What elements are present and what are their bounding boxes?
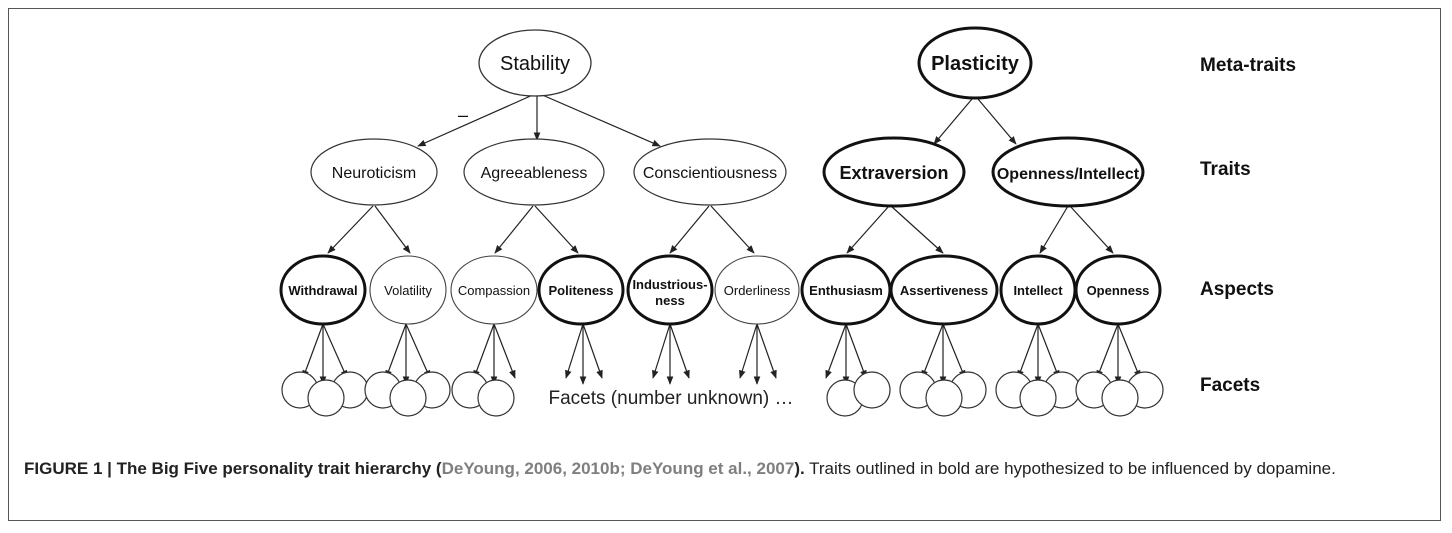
facet-arrow bbox=[1017, 323, 1039, 379]
facet-circle bbox=[477, 379, 515, 417]
facet-arrow bbox=[565, 323, 584, 379]
facet-arrow bbox=[652, 323, 671, 379]
arrow-openness-openness-aspect bbox=[1069, 205, 1114, 254]
node-politeness: Politeness bbox=[537, 254, 625, 326]
facet-arrow bbox=[405, 323, 431, 379]
extraversion-label: Extraversion bbox=[839, 163, 948, 183]
facet-arrow bbox=[739, 323, 758, 379]
level-label-aspects: Aspects bbox=[1200, 279, 1274, 300]
arrow-plasticity-openness bbox=[977, 98, 1017, 145]
openness-intellect-label: Openness/Intellect bbox=[997, 166, 1140, 183]
meta-to-trait-arrows bbox=[417, 93, 1017, 147]
node-conscientiousness: Conscientiousness bbox=[633, 138, 787, 206]
neuroticism-label: Neuroticism bbox=[332, 165, 416, 182]
arrow-conscientiousness-industriousness bbox=[669, 205, 710, 254]
stability-label: Stability bbox=[500, 53, 570, 75]
level-label-meta-traits: Meta-traits bbox=[1200, 55, 1296, 76]
arrow-agreeableness-politeness bbox=[534, 205, 579, 254]
arrow-plasticity-extraversion bbox=[933, 98, 973, 145]
node-enthusiasm: Enthusiasm bbox=[800, 254, 892, 326]
arrow-conscientiousness-orderliness bbox=[710, 205, 755, 254]
volatility-label: Volatility bbox=[384, 283, 432, 298]
node-assertiveness: Assertiveness bbox=[889, 254, 999, 326]
arrow-agreeableness-compassion bbox=[494, 205, 534, 254]
facet-arrow bbox=[582, 323, 603, 379]
facet-circle bbox=[307, 379, 345, 417]
arrow-stability-neuroticism bbox=[417, 93, 536, 147]
facet-circle bbox=[925, 379, 963, 417]
facets-note: Facets (number unknown) … bbox=[549, 388, 794, 409]
facet-arrow bbox=[942, 323, 966, 379]
facet-arrow bbox=[845, 323, 867, 379]
facet-arrow bbox=[1037, 323, 1060, 379]
caption-figure-label: FIGURE 1 | The Big Five personality trai… bbox=[24, 459, 442, 478]
node-openness-intellect: Openness/Intellect bbox=[991, 136, 1145, 208]
node-industriousness: Industrious- ness bbox=[626, 254, 714, 326]
intellect-label: Intellect bbox=[1013, 283, 1063, 298]
node-neuroticism: Neuroticism bbox=[310, 138, 438, 206]
caption-references[interactable]: DeYoung, 2006, 2010b; DeYoung et al., 20… bbox=[441, 459, 795, 478]
facet-arrow bbox=[1096, 323, 1119, 379]
caption-text: Traits outlined in bold are hypothesized… bbox=[804, 459, 1336, 478]
level-label-facets: Facets bbox=[1200, 375, 1260, 396]
node-plasticity: Plasticity bbox=[917, 26, 1033, 100]
node-withdrawal: Withdrawal bbox=[279, 254, 367, 326]
node-intellect: Intellect bbox=[999, 254, 1077, 326]
figure-caption: FIGURE 1 | The Big Five personality trai… bbox=[24, 456, 1429, 482]
orderliness-label: Orderliness bbox=[724, 283, 791, 298]
facet-circle bbox=[1101, 379, 1139, 417]
industriousness-label-line1: Industrious- bbox=[632, 277, 707, 292]
agreeableness-label: Agreeableness bbox=[481, 165, 588, 182]
trait-to-aspect-arrows bbox=[327, 205, 1114, 254]
facet-arrow bbox=[756, 323, 777, 379]
arrow-neuroticism-volatility bbox=[374, 205, 411, 254]
node-stability: Stability bbox=[478, 29, 592, 97]
conscientiousness-label: Conscientiousness bbox=[643, 165, 777, 182]
caption-label-end: ). bbox=[794, 459, 805, 478]
arrow-openness-intellect bbox=[1039, 205, 1069, 254]
politeness-label: Politeness bbox=[548, 283, 613, 298]
arrow-stability-conscientiousness bbox=[539, 93, 661, 147]
node-volatility: Volatility bbox=[369, 255, 447, 325]
facet-arrow bbox=[322, 323, 348, 379]
negative-sign: – bbox=[458, 105, 468, 125]
facet-arrow bbox=[473, 323, 495, 379]
facet-arrow bbox=[385, 323, 407, 379]
withdrawal-label: Withdrawal bbox=[288, 283, 357, 298]
trait-hierarchy-diagram: Stability Plasticity – Neuroticism Agree… bbox=[279, 26, 1296, 417]
facet-arrow bbox=[493, 323, 516, 379]
arrow-extraversion-assertiveness bbox=[890, 205, 944, 254]
facet-arrow bbox=[302, 323, 324, 379]
compassion-label: Compassion bbox=[458, 283, 530, 298]
facet-arrow bbox=[921, 323, 944, 379]
enthusiasm-label: Enthusiasm bbox=[809, 283, 883, 298]
facet-circle bbox=[389, 379, 427, 417]
arrow-extraversion-enthusiasm bbox=[846, 205, 890, 254]
plasticity-label: Plasticity bbox=[931, 53, 1020, 75]
node-compassion: Compassion bbox=[450, 255, 538, 325]
facet-arrow bbox=[669, 323, 690, 379]
facet-circle bbox=[1019, 379, 1057, 417]
industriousness-label-line2: ness bbox=[655, 293, 685, 308]
arrow-neuroticism-withdrawal bbox=[327, 205, 374, 254]
figure-frame bbox=[8, 8, 1441, 521]
facet-arrow bbox=[1117, 323, 1141, 379]
node-openness-aspect: Openness bbox=[1074, 254, 1162, 326]
openness-aspect-label: Openness bbox=[1087, 283, 1150, 298]
node-orderliness: Orderliness bbox=[714, 255, 800, 325]
facet-arrow bbox=[825, 323, 847, 379]
level-label-traits: Traits bbox=[1200, 159, 1251, 180]
aspect-to-facet-arrows bbox=[302, 323, 1141, 385]
facet-circle bbox=[853, 371, 891, 409]
node-extraversion: Extraversion bbox=[822, 136, 966, 208]
node-agreeableness: Agreeableness bbox=[463, 138, 605, 206]
assertiveness-label: Assertiveness bbox=[900, 283, 988, 298]
facet-circles bbox=[281, 371, 1164, 417]
